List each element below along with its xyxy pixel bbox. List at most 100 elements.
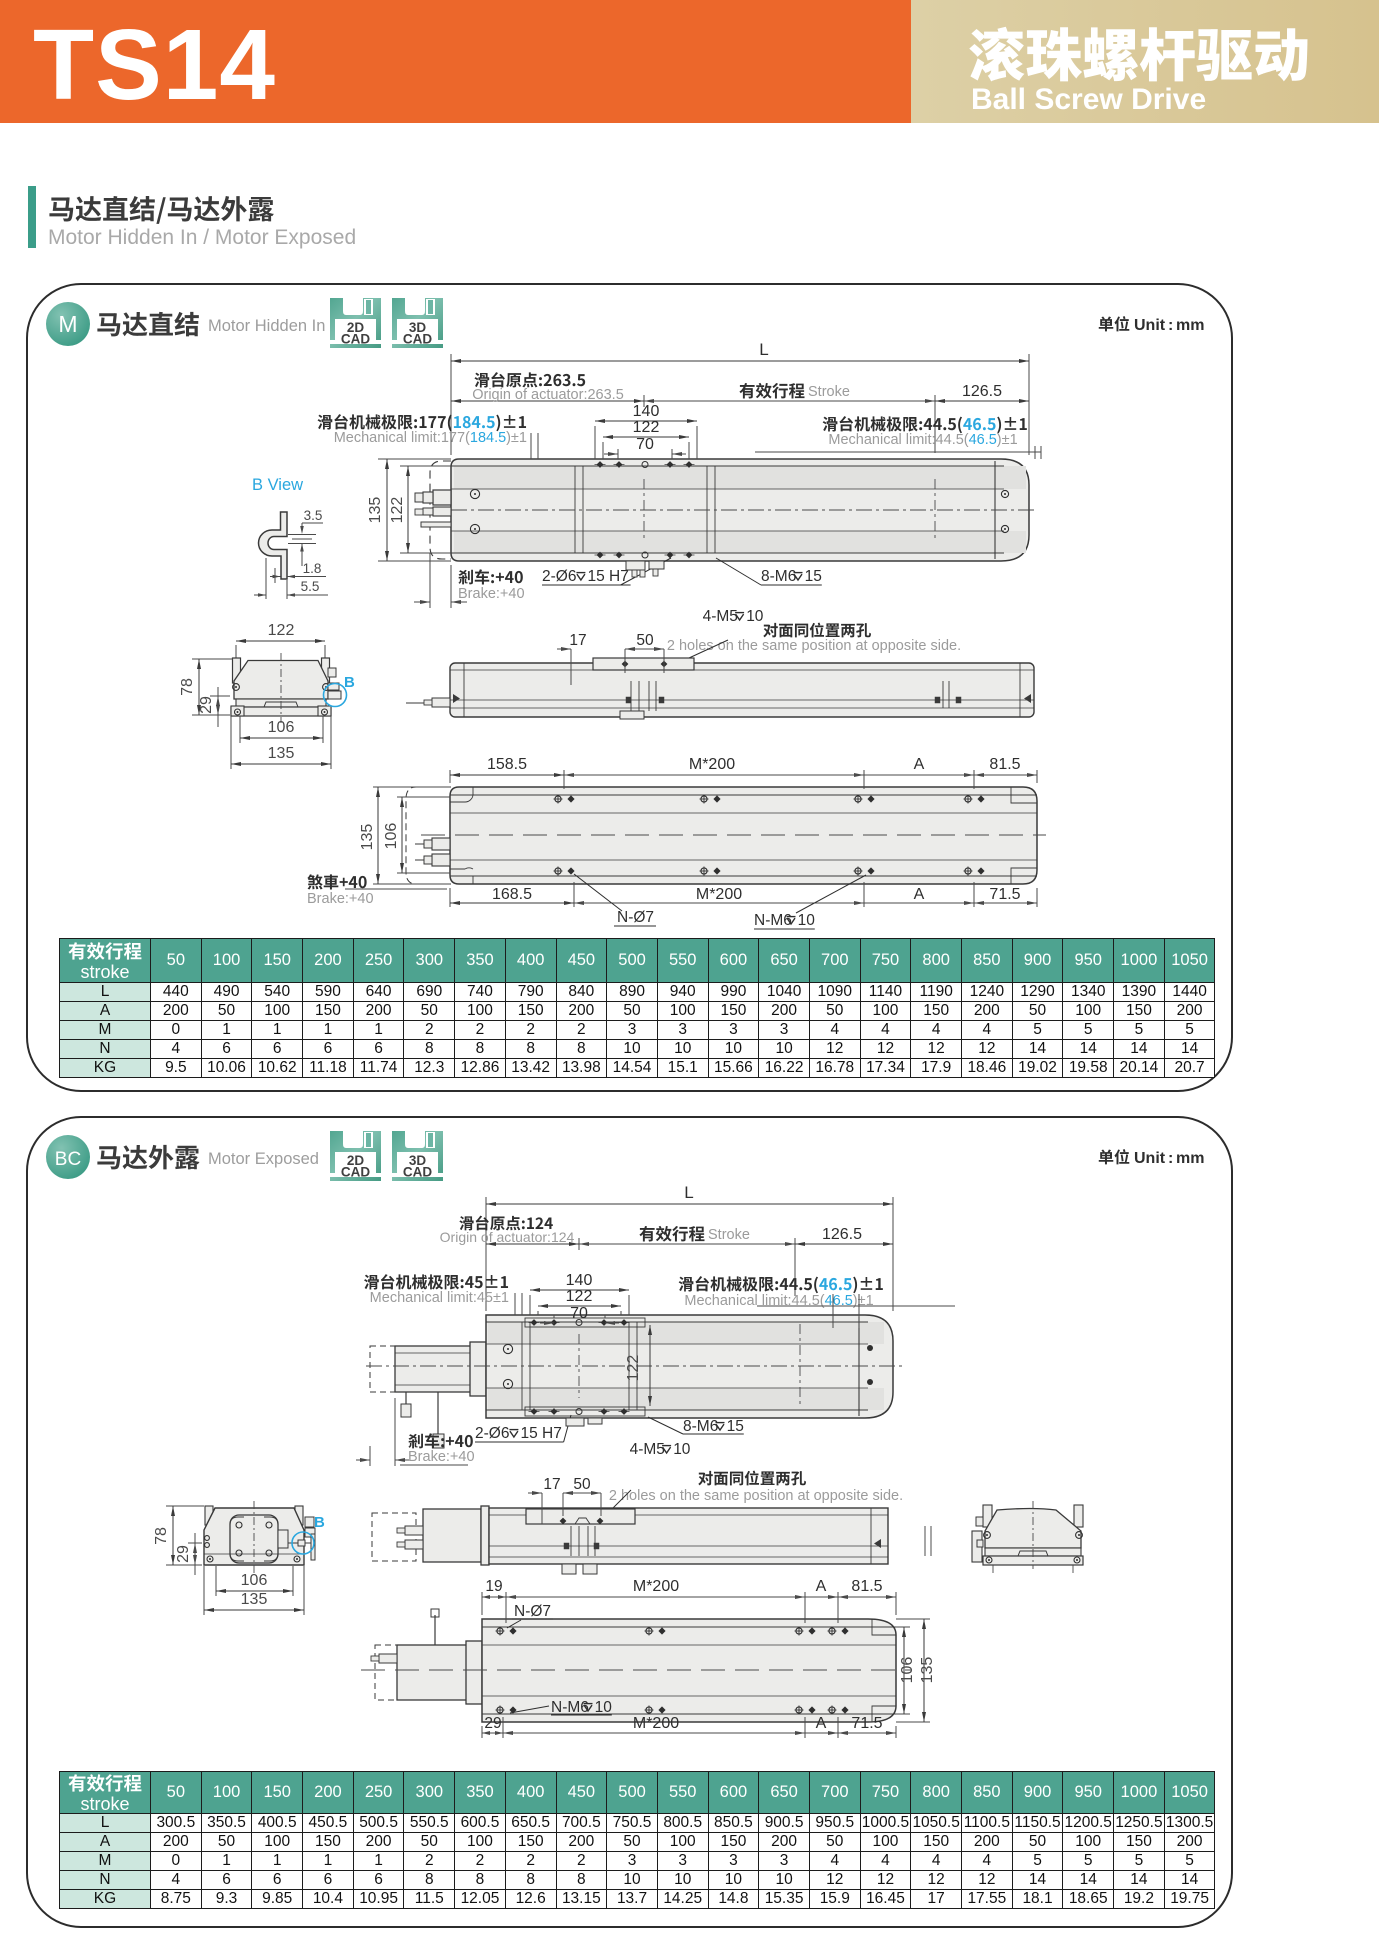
svg-text:Unit: Unit bbox=[1134, 1150, 1166, 1167]
svg-text:81.5: 81.5 bbox=[851, 1578, 882, 1595]
svg-text:Mechanical limit:44.5(: Mechanical limit:44.5( bbox=[828, 432, 968, 448]
svg-text:10: 10 bbox=[798, 912, 816, 929]
svg-text:122: 122 bbox=[633, 419, 660, 436]
svg-text:8-M6: 8-M6 bbox=[761, 568, 796, 585]
svg-text:15 H7: 15 H7 bbox=[521, 1425, 562, 1442]
svg-text:2D: 2D bbox=[347, 1153, 365, 1168]
svg-text:Brake:+40: Brake:+40 bbox=[408, 1449, 475, 1465]
svg-text:M*200: M*200 bbox=[689, 756, 735, 773]
svg-text:L: L bbox=[684, 1183, 693, 1202]
svg-text:Mechanical limit:44.5(: Mechanical limit:44.5( bbox=[684, 1293, 824, 1309]
svg-text:78: 78 bbox=[153, 1527, 170, 1545]
svg-text:BC: BC bbox=[55, 1149, 81, 1170]
svg-text:2 holes on the same position a: 2 holes on the same position at opposite… bbox=[667, 638, 961, 654]
svg-text:M*200: M*200 bbox=[633, 1715, 679, 1732]
svg-text:Unit: Unit bbox=[1134, 317, 1166, 334]
svg-text:3.5: 3.5 bbox=[304, 508, 323, 523]
svg-text:stroke: stroke bbox=[80, 962, 129, 981]
svg-text:70: 70 bbox=[636, 436, 654, 453]
svg-text::: : bbox=[1168, 317, 1173, 334]
svg-text:Ball Screw Drive: Ball Screw Drive bbox=[971, 83, 1206, 116]
svg-text:1.8: 1.8 bbox=[303, 561, 322, 576]
svg-text:78: 78 bbox=[179, 678, 196, 696]
svg-text:122: 122 bbox=[268, 622, 295, 639]
svg-text:81.5: 81.5 bbox=[989, 756, 1020, 773]
svg-text:3D: 3D bbox=[409, 1153, 427, 1168]
svg-text:B View: B View bbox=[252, 476, 303, 494]
svg-text:Stroke: Stroke bbox=[708, 1227, 750, 1243]
svg-text:10: 10 bbox=[673, 1441, 691, 1458]
svg-text:70: 70 bbox=[570, 1305, 588, 1322]
svg-text:5.5: 5.5 bbox=[301, 579, 320, 594]
svg-text:140: 140 bbox=[566, 1272, 593, 1289]
svg-text:17: 17 bbox=[569, 632, 586, 649]
svg-text:)±1: )±1 bbox=[506, 430, 527, 446]
svg-text:4-M5: 4-M5 bbox=[630, 1441, 665, 1458]
svg-text:)±1: )±1 bbox=[997, 432, 1018, 448]
svg-text:126.5: 126.5 bbox=[962, 383, 1002, 400]
svg-text:71.5: 71.5 bbox=[989, 886, 1020, 903]
svg-text:126.5: 126.5 bbox=[822, 1226, 862, 1243]
svg-text:CAD: CAD bbox=[341, 332, 370, 347]
svg-text:135: 135 bbox=[367, 497, 384, 524]
svg-text:29: 29 bbox=[484, 1715, 501, 1732]
svg-text:Stroke: Stroke bbox=[808, 384, 850, 400]
svg-text:158.5: 158.5 bbox=[487, 756, 527, 773]
svg-text::: : bbox=[1168, 1150, 1173, 1167]
svg-text:106: 106 bbox=[899, 1657, 916, 1684]
svg-text:135: 135 bbox=[919, 1657, 936, 1684]
svg-text:2-Ø6: 2-Ø6 bbox=[475, 1425, 509, 1442]
svg-text:N-Ø7: N-Ø7 bbox=[617, 909, 654, 926]
svg-text:168.5: 168.5 bbox=[492, 886, 532, 903]
svg-text:15: 15 bbox=[727, 1418, 744, 1435]
svg-text:10: 10 bbox=[595, 1699, 613, 1716]
svg-text:B: B bbox=[344, 674, 355, 691]
svg-text:Origin of actuator:124: Origin of actuator:124 bbox=[440, 1229, 575, 1245]
svg-text:Mechanical limit:177(: Mechanical limit:177( bbox=[334, 430, 470, 446]
svg-text:4-M5: 4-M5 bbox=[703, 608, 738, 625]
svg-text:CAD: CAD bbox=[403, 1165, 432, 1180]
svg-text:17: 17 bbox=[543, 1476, 560, 1493]
svg-text:stroke: stroke bbox=[80, 1794, 129, 1813]
svg-text:19: 19 bbox=[485, 1578, 502, 1595]
svg-text:8-M6: 8-M6 bbox=[683, 1418, 718, 1435]
svg-text:29: 29 bbox=[175, 1545, 192, 1563]
svg-text:CAD: CAD bbox=[403, 332, 432, 347]
svg-text:106: 106 bbox=[268, 719, 295, 736]
svg-text:50: 50 bbox=[573, 1476, 591, 1493]
svg-text:CAD: CAD bbox=[341, 1165, 370, 1180]
svg-text:140: 140 bbox=[633, 403, 660, 420]
svg-text:122: 122 bbox=[625, 1355, 642, 1382]
svg-text:2 holes on the same position a: 2 holes on the same position at opposite… bbox=[609, 1488, 903, 1504]
svg-text:Motor Exposed: Motor Exposed bbox=[208, 1150, 319, 1168]
svg-text:2D: 2D bbox=[347, 320, 365, 335]
svg-text:A: A bbox=[914, 886, 925, 903]
svg-text:15 H7: 15 H7 bbox=[588, 568, 629, 585]
svg-text:15: 15 bbox=[805, 568, 822, 585]
svg-text:122: 122 bbox=[389, 497, 406, 524]
svg-text:184.5: 184.5 bbox=[470, 430, 506, 446]
svg-text:N-M6: N-M6 bbox=[551, 1699, 589, 1716]
svg-text:106: 106 bbox=[241, 1572, 268, 1589]
svg-text:Brake:+40: Brake:+40 bbox=[307, 891, 374, 907]
svg-text:Motor Hidden In: Motor Hidden In bbox=[208, 317, 325, 335]
svg-text:M*200: M*200 bbox=[696, 886, 742, 903]
svg-text:mm: mm bbox=[1176, 317, 1204, 334]
svg-text:A: A bbox=[816, 1715, 827, 1732]
svg-text:10: 10 bbox=[746, 608, 764, 625]
svg-text:mm: mm bbox=[1176, 1150, 1204, 1167]
svg-text:135: 135 bbox=[359, 824, 376, 851]
svg-text:29: 29 bbox=[198, 696, 215, 714]
svg-text:L: L bbox=[759, 340, 768, 359]
svg-text:N-Ø7: N-Ø7 bbox=[514, 1603, 551, 1620]
svg-text:2-Ø6: 2-Ø6 bbox=[542, 568, 576, 585]
svg-text:Origin of actuator:263.5: Origin of actuator:263.5 bbox=[472, 387, 624, 403]
svg-text:135: 135 bbox=[241, 1591, 268, 1608]
svg-text:106: 106 bbox=[383, 823, 400, 850]
svg-text:50: 50 bbox=[636, 632, 654, 649]
svg-text:M: M bbox=[58, 311, 77, 337]
svg-text:Motor Hidden In / Motor Expose: Motor Hidden In / Motor Exposed bbox=[48, 226, 356, 249]
svg-text:Mechanical limit:45±1: Mechanical limit:45±1 bbox=[370, 1290, 509, 1306]
svg-text:B: B bbox=[314, 1514, 325, 1531]
svg-text:)±1: )±1 bbox=[853, 1293, 874, 1309]
